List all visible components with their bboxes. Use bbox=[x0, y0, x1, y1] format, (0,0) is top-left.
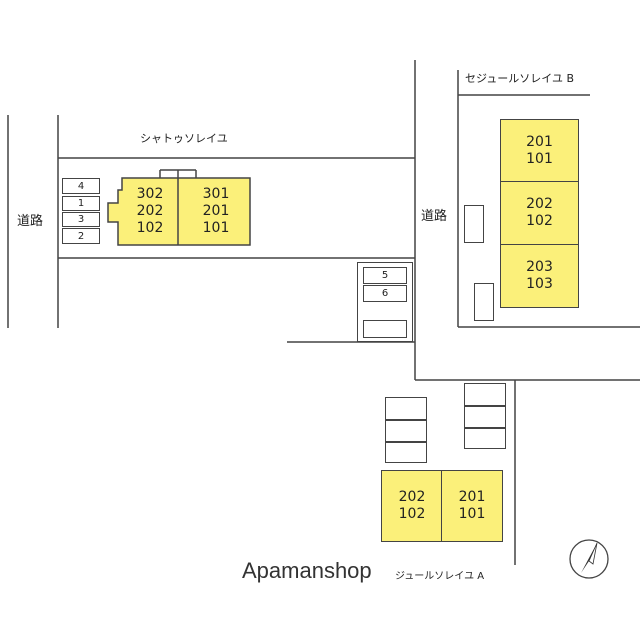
unit-number: 103 bbox=[526, 276, 553, 292]
parking-slot: 6 bbox=[363, 285, 407, 302]
sejour-b-floor-3: 203 103 bbox=[500, 244, 579, 308]
chateau-units-right: 301 201 101 bbox=[192, 186, 240, 237]
sejour-b-floor-2: 202 102 bbox=[500, 181, 579, 245]
unit-number: 201 bbox=[202, 203, 230, 219]
parking-slot: 1 bbox=[62, 196, 100, 211]
parking-divider bbox=[385, 419, 427, 421]
unit-number: 301 bbox=[202, 186, 230, 202]
unit-number: 102 bbox=[398, 506, 426, 522]
unit-number: 202 bbox=[398, 489, 426, 505]
chateau-units-left: 302 202 102 bbox=[128, 186, 172, 237]
parking-slot bbox=[363, 320, 407, 338]
road-label-mid: 道路 bbox=[421, 209, 448, 224]
parking-slot: 2 bbox=[62, 228, 100, 244]
unit-number: 102 bbox=[526, 213, 553, 229]
sejour-a-unit-right: 201 101 bbox=[441, 470, 503, 542]
sejour-b-floor-1: 201 101 bbox=[500, 119, 579, 182]
parking-slot: 3 bbox=[62, 212, 100, 227]
unit-number: 203 bbox=[526, 259, 553, 275]
unit-number: 201 bbox=[458, 489, 486, 505]
unit-number: 202 bbox=[136, 203, 164, 219]
parking-slot: 5 bbox=[363, 267, 407, 284]
parking-divider bbox=[385, 441, 427, 443]
north-arrow-icon bbox=[569, 539, 609, 579]
parking-stack-left bbox=[385, 397, 427, 463]
parking-divider bbox=[464, 405, 506, 407]
building-name-sejour-b: セジュールソレイユ B bbox=[465, 72, 575, 85]
unit-number: 202 bbox=[526, 196, 553, 212]
unit-number: 101 bbox=[526, 150, 553, 167]
unit-number: 201 bbox=[526, 133, 553, 150]
unit-number: 302 bbox=[136, 186, 164, 202]
building-name-chateau: シャトゥソレイユ bbox=[140, 132, 228, 145]
unit-number: 101 bbox=[202, 220, 230, 236]
sejour-a-unit-left: 202 102 bbox=[381, 470, 443, 542]
storage-box bbox=[474, 283, 494, 321]
watermark: Apamanshop bbox=[242, 558, 372, 583]
building-name-sejour-a: ジュールソレイユ A bbox=[395, 571, 485, 582]
parking-divider bbox=[464, 427, 506, 429]
unit-number: 101 bbox=[458, 506, 486, 522]
parking-slot: 4 bbox=[62, 178, 100, 194]
road-label-left: 道路 bbox=[17, 214, 44, 229]
unit-number: 102 bbox=[136, 220, 164, 236]
storage-box bbox=[464, 205, 484, 243]
parking-stack-right bbox=[464, 383, 506, 449]
